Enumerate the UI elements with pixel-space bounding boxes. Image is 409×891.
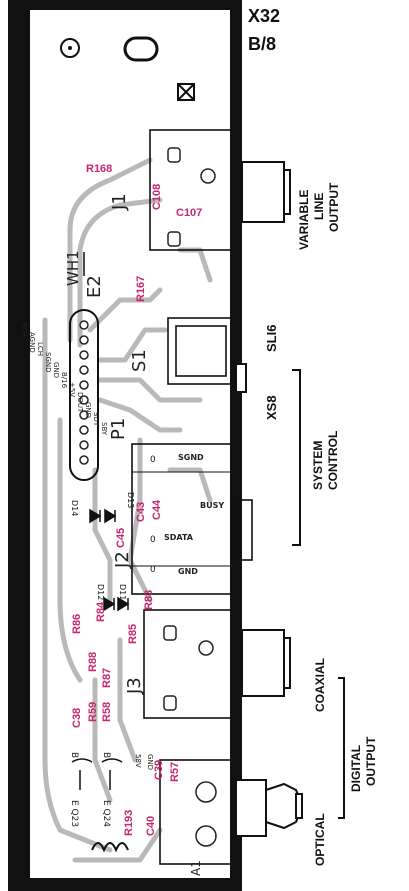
r84-ref: R84 <box>95 601 107 622</box>
system-label: SYSTEM <box>311 441 325 490</box>
zero-mark: 0 <box>150 455 156 465</box>
board-bottom-edge <box>8 878 240 891</box>
c40-ref: C40 <box>145 816 157 836</box>
connector-pin-label: SBY <box>100 422 108 436</box>
connector-pin-label: RCH <box>20 322 28 337</box>
q23-base-label: B <box>69 752 79 758</box>
board-left-edge <box>8 0 30 891</box>
diodes <box>89 508 130 612</box>
p1-silk: P1 <box>108 418 129 440</box>
sgnd-pin-label: SGND <box>178 453 204 462</box>
wire-connector <box>69 309 99 481</box>
j1-jack <box>149 129 291 251</box>
variable-label: VARIABLE <box>297 190 311 250</box>
c44-ref: C44 <box>151 499 163 520</box>
c45-ref: C45 <box>115 528 127 548</box>
transistors <box>71 758 123 790</box>
c39-ref: C39 <box>153 760 165 780</box>
optical-label: OPTICAL <box>313 813 327 866</box>
p1-connector <box>131 443 253 595</box>
d14-label: D14 <box>70 500 79 516</box>
connector-pin-label: +5V <box>68 382 76 397</box>
gnd-pin-label: GND <box>178 567 198 576</box>
s1-switch <box>167 317 247 393</box>
sdata-pin-label: SDATA <box>164 533 194 542</box>
q24-label: E Q24 <box>101 800 111 827</box>
connector-pin-label: DOUT <box>76 392 84 413</box>
q23-label: E Q23 <box>69 800 79 827</box>
r59-ref: R59 <box>87 702 99 722</box>
oval-hole <box>123 36 159 62</box>
zero-mark: 0 <box>150 565 156 575</box>
j3-jack <box>143 609 291 719</box>
connector-pin-label: AGND <box>28 332 36 353</box>
digital-output-bracket <box>338 677 345 819</box>
r88-ref: R88 <box>87 652 99 672</box>
c107-ref: C107 <box>176 207 202 219</box>
connector-pin-label: SGND <box>44 352 52 373</box>
wh-58v-label: 58V <box>134 754 142 768</box>
r85-ref: R85 <box>127 624 139 644</box>
r167-ref: R167 <box>135 276 147 302</box>
board-right-edge <box>230 0 242 891</box>
output-label: OUTPUT <box>327 182 341 232</box>
d13-label: D13 <box>126 492 135 508</box>
a1-optical-module <box>159 759 303 865</box>
r58-ref: R58 <box>101 702 113 722</box>
sli6-label: SLI6 <box>264 325 279 352</box>
mounting-hole-center <box>68 46 72 50</box>
system-control-bracket <box>292 369 301 546</box>
c38-ref: C38 <box>71 708 83 728</box>
r168-ref: R168 <box>86 163 112 175</box>
e2-silk: E2 <box>84 275 105 298</box>
connector-pin-label: B/16 <box>60 372 68 389</box>
control-label: CONTROL <box>326 431 340 490</box>
zero-mark: 0 <box>150 535 156 545</box>
coaxial-label: COAXIAL <box>313 658 327 712</box>
r87-ref: R87 <box>101 668 113 688</box>
busy-pin-label: BUSY <box>200 501 224 510</box>
board-model-label: X32 <box>248 6 280 26</box>
line-label: LINE <box>312 193 326 220</box>
j1-silk: J1 <box>109 193 130 211</box>
connector-pin-label: SDT <box>92 412 100 427</box>
d12-label: D12 <box>96 584 105 600</box>
connector-pin-label: GND <box>84 402 92 418</box>
copper-traces <box>42 157 213 863</box>
j3-silk: J3 <box>124 677 145 695</box>
connector-pin-label: LCH <box>36 342 44 356</box>
a1-silk: A1 <box>189 860 203 876</box>
s1-silk: S1 <box>129 349 150 372</box>
c108-ref: C108 <box>151 184 163 210</box>
cross-box-line <box>177 83 195 101</box>
board-top-edge <box>8 0 240 10</box>
inductor-coil <box>91 842 129 853</box>
wh1-silk: WH1 <box>64 250 82 286</box>
q24-base-label: B <box>101 752 111 758</box>
r57-ref: R57 <box>169 762 181 782</box>
board-sheet-label: B/8 <box>248 34 276 54</box>
cross-box-icon <box>177 83 195 101</box>
mounting-hole <box>60 38 80 58</box>
connector-pin-label: GND <box>52 362 60 378</box>
xs8-label: XS8 <box>264 395 279 420</box>
r86-ref: R86 <box>71 614 83 634</box>
d11-label: D11 <box>118 584 127 600</box>
c43-ref: C43 <box>135 502 147 522</box>
digital-output-label: OUTPUT <box>364 736 378 786</box>
r193-ref: R193 <box>123 810 135 836</box>
digital-label: DIGITAL <box>349 745 363 792</box>
j2-silk: J2 <box>112 551 133 569</box>
wh-gnd-label: GND <box>146 754 154 770</box>
r83-ref: R83 <box>143 590 155 610</box>
